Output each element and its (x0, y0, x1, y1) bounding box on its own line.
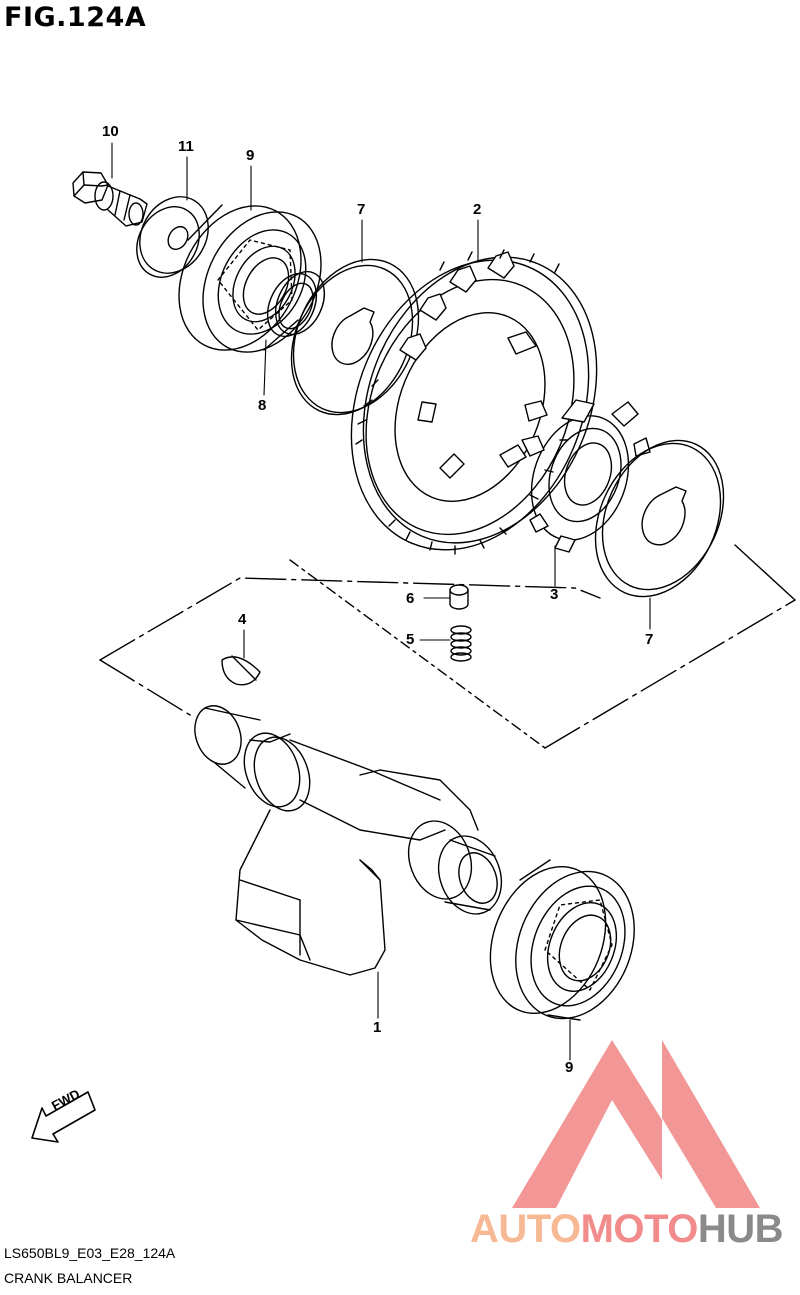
woodruff-key-part-4 (221, 655, 261, 686)
keyed-washer-part-7-top (290, 258, 420, 416)
damper-hub-part-3 (521, 399, 651, 553)
assembly-plane-outline (99, 544, 796, 749)
figure-caption: CRANK BALANCER (4, 1270, 133, 1286)
callout-1: 1 (373, 1019, 382, 1036)
collar-part-8 (266, 270, 326, 338)
watermark-text: AUTOMOTOHUB (470, 1207, 784, 1252)
bearing-part-9-top (178, 204, 322, 353)
pin-part-6 (449, 584, 469, 610)
fwd-arrow-icon (31, 1091, 96, 1143)
washer-part-11 (136, 196, 209, 278)
callout-2: 2 (473, 201, 482, 218)
callout-8: 8 (258, 397, 267, 414)
leader-lines (111, 142, 651, 1061)
watermark-hub: HUB (697, 1207, 784, 1251)
balancer-shaft-part-1 (194, 705, 503, 976)
callout-10: 10 (102, 123, 119, 140)
callout-3: 3 (550, 586, 559, 603)
bearing-part-9-bottom (489, 859, 635, 1021)
callout-5: 5 (406, 631, 415, 648)
watermark-moto: MOTO (580, 1207, 699, 1251)
spring-part-5 (450, 625, 472, 662)
figure-title: FIG.124A (4, 2, 147, 33)
callout-6: 6 (406, 590, 415, 607)
callout-7-right: 7 (645, 631, 654, 648)
figure-code: LS650BL9_E03_E28_124A (4, 1245, 176, 1261)
balancer-gear-part-2 (350, 249, 598, 555)
callout-4: 4 (238, 611, 247, 628)
bolt-part-10 (72, 171, 148, 227)
callout-9-bottom: 9 (565, 1059, 574, 1076)
callout-11: 11 (178, 138, 194, 155)
callout-7-top: 7 (357, 201, 366, 218)
callout-9-top: 9 (246, 147, 255, 164)
watermark-logo-icon (512, 1040, 760, 1208)
keyed-washer-part-7-right (594, 439, 725, 598)
watermark-auto: AUTO (470, 1207, 581, 1251)
